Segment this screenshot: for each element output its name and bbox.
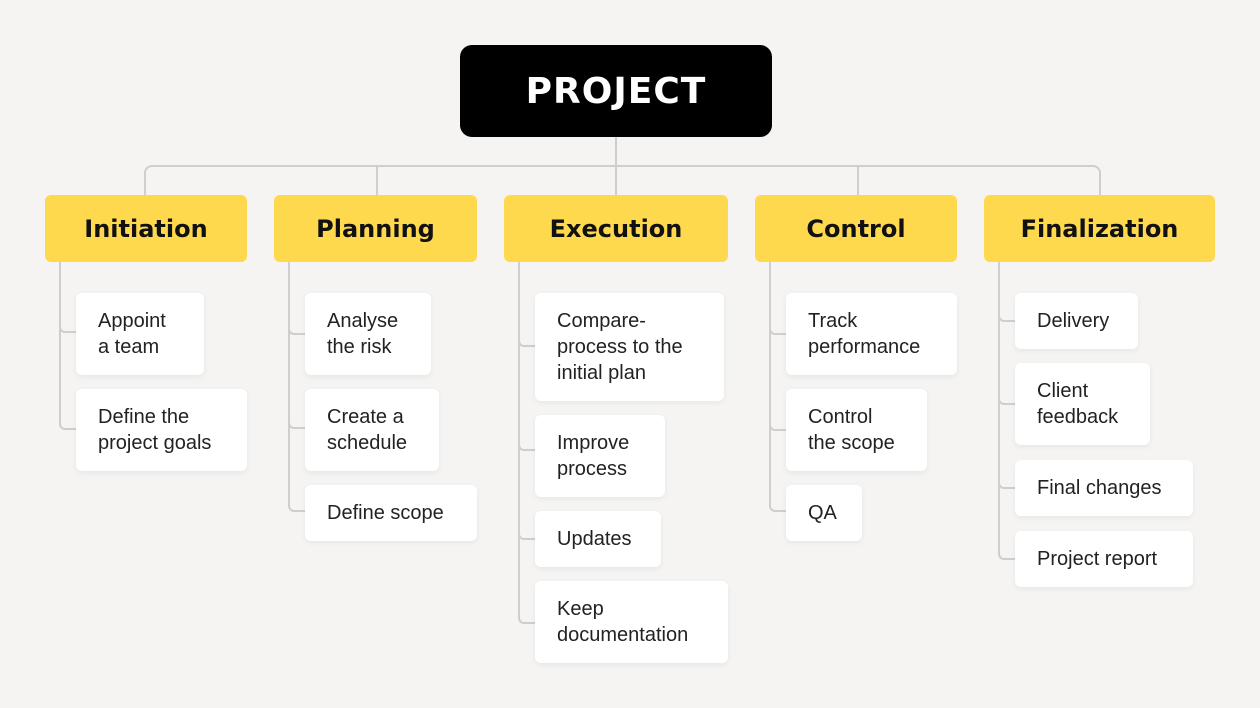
- task-final-changes: Final changes: [1015, 460, 1193, 516]
- phase-control: Control: [755, 195, 957, 262]
- task-updates: Updates: [535, 511, 661, 567]
- connector-planning-3: [288, 262, 305, 512]
- connector-control-3: [769, 262, 787, 512]
- task-client-feedback: Client feedback: [1015, 363, 1150, 445]
- task-delivery: Delivery: [1015, 293, 1138, 349]
- task-define-project-goals: Define the project goals: [76, 389, 247, 471]
- phase-planning: Planning: [274, 195, 477, 262]
- phase-finalization: Finalization: [984, 195, 1215, 262]
- task-analyse-risk: Analyse the risk: [305, 293, 431, 375]
- connector-execution-4: [518, 262, 535, 624]
- task-keep-documentation: Keep documentation: [535, 581, 728, 663]
- task-create-schedule: Create a schedule: [305, 389, 439, 471]
- connector-drop-planning: [376, 165, 378, 195]
- task-appoint-team: Appoint a team: [76, 293, 204, 375]
- task-control-scope: Control the scope: [786, 389, 927, 471]
- phase-initiation: Initiation: [45, 195, 247, 262]
- task-compare-process: Compare- process to the initial plan: [535, 293, 724, 401]
- phase-execution: Execution: [504, 195, 728, 262]
- task-track-performance: Track performance: [786, 293, 957, 375]
- connector-initiation-2: [59, 262, 76, 430]
- task-project-report: Project report: [1015, 531, 1193, 587]
- connector-finalization-4: [998, 262, 1015, 560]
- task-qa: QA: [786, 485, 862, 541]
- connector-drop-control: [857, 165, 859, 195]
- task-improve-process: Improve process: [535, 415, 665, 497]
- task-define-scope: Define scope: [305, 485, 477, 541]
- connector-bus-left: [144, 165, 617, 195]
- project-root-node: PROJECT: [460, 45, 772, 137]
